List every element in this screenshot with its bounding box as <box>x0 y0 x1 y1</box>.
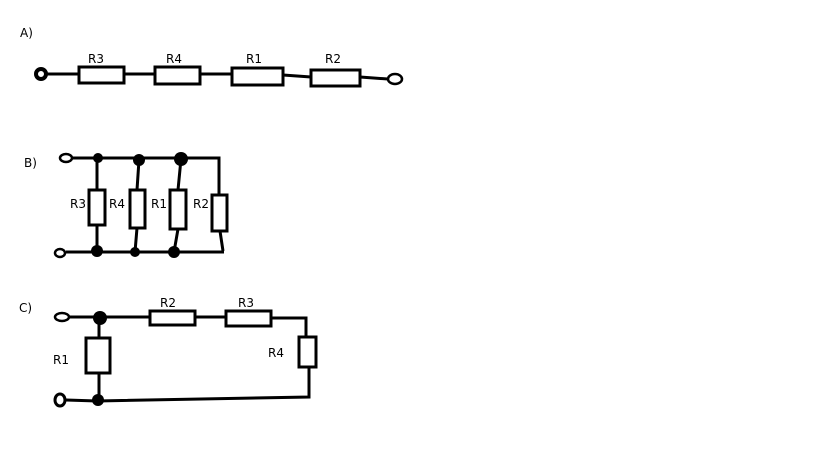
wire <box>65 315 311 403</box>
node <box>91 245 103 257</box>
wire <box>46 72 389 81</box>
terminal <box>386 72 404 86</box>
circuit-b-label: B) <box>24 156 37 170</box>
node <box>168 246 180 258</box>
resistor-label: R4 <box>109 197 125 211</box>
terminal <box>53 247 67 259</box>
node <box>174 152 188 166</box>
terminal <box>53 392 67 408</box>
terminal <box>58 152 74 164</box>
resistor-r2 <box>148 309 197 327</box>
resistor-r1 <box>168 188 188 231</box>
circuit-c-label: C) <box>19 301 32 315</box>
node <box>93 153 103 163</box>
circuit-b-parallel: B) R3 R4 R1 R2 <box>24 152 229 259</box>
resistor-label: R3 <box>238 296 254 310</box>
circuit-a-series: A) R3 R4 R1 R2 <box>20 26 404 88</box>
resistor-label: R1 <box>53 353 69 367</box>
node <box>93 311 107 325</box>
terminal <box>53 311 71 323</box>
resistor-label: R2 <box>160 296 176 310</box>
resistor-label: R4 <box>268 346 284 360</box>
wire <box>66 156 225 254</box>
resistor-label: R2 <box>193 197 209 211</box>
resistor-label: R3 <box>70 197 86 211</box>
resistor-r1 <box>84 336 112 375</box>
node <box>92 394 104 406</box>
resistor-label: R1 <box>151 197 167 211</box>
terminal <box>34 67 48 81</box>
resistor-r3 <box>77 65 126 85</box>
resistor-r3 <box>87 188 107 227</box>
resistor-r4 <box>128 188 147 230</box>
resistor-r2 <box>210 193 229 233</box>
resistor-label: R3 <box>88 52 104 66</box>
resistor-r1 <box>230 66 285 87</box>
circuit-a-label: A) <box>20 26 33 40</box>
resistor-r4 <box>153 65 202 86</box>
resistor-r3 <box>224 309 273 328</box>
node <box>130 247 140 257</box>
resistor-label: R1 <box>246 52 262 66</box>
resistor-label: R2 <box>325 52 341 66</box>
resistor-label: R4 <box>166 52 182 66</box>
resistor-r2 <box>309 68 362 88</box>
node <box>133 154 145 166</box>
resistor-r4 <box>297 335 318 369</box>
circuit-c-mixed: C) R2 R3 R4 R1 <box>19 296 318 408</box>
